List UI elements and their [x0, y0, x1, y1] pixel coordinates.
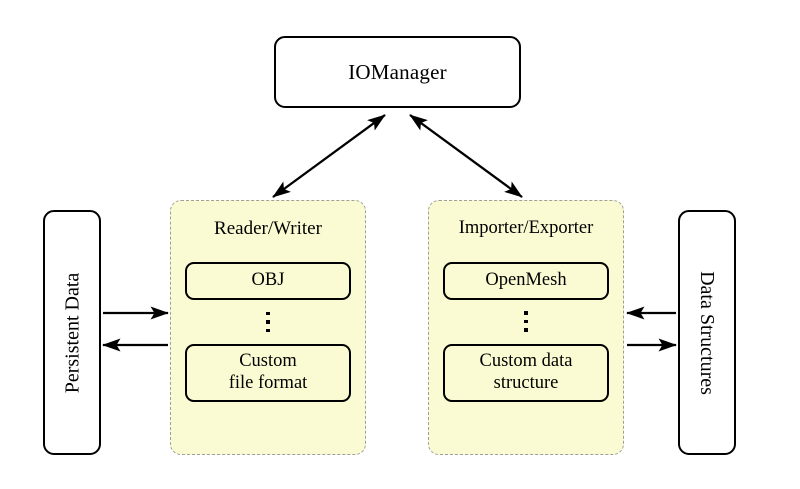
ellipsis-dot	[266, 320, 270, 324]
panel-reader-writer-items: OBJ Custom file format	[171, 262, 365, 402]
item-obj[interactable]: OBJ	[185, 262, 351, 300]
vertical-ellipsis-icon	[266, 300, 270, 344]
panel-reader-writer[interactable]: Reader/Writer OBJ Custom file format	[170, 200, 366, 455]
node-persistent-data[interactable]: Persistent Data	[43, 210, 101, 455]
item-obj-label: OBJ	[251, 270, 285, 291]
ellipsis-dot	[524, 311, 528, 315]
connector-manager-reader-writer	[272, 114, 386, 198]
panel-importer-exporter[interactable]: Importer/Exporter OpenMesh Custom data s…	[428, 200, 624, 455]
item-custom-data-structure-line1: Custom data	[479, 350, 573, 371]
node-persistent-data-label: Persistent Data	[61, 272, 83, 393]
vertical-ellipsis-icon	[524, 300, 528, 344]
panel-reader-writer-title: Reader/Writer	[214, 218, 322, 239]
panel-importer-exporter-title: Importer/Exporter	[458, 218, 594, 238]
connector-manager-importer-exporter	[409, 114, 523, 198]
ellipsis-dot	[266, 311, 270, 316]
item-custom-file-format[interactable]: Custom file format	[185, 344, 351, 402]
node-data-structures-label: Data Structures	[696, 270, 719, 395]
node-data-structures[interactable]: Data Structures	[678, 210, 736, 455]
panel-importer-exporter-items: OpenMesh Custom data structure	[429, 261, 623, 402]
ellipsis-dot	[266, 328, 270, 333]
item-custom-data-structure[interactable]: Custom data structure	[443, 343, 609, 402]
node-iomanager[interactable]: IOManager	[274, 36, 521, 108]
item-custom-data-structure-line2: structure	[493, 372, 559, 393]
item-openmesh-label: OpenMesh	[485, 269, 567, 290]
ellipsis-dot	[524, 328, 528, 332]
item-custom-file-format-line2: file format	[228, 373, 308, 393]
item-custom-file-format-line1: Custom	[239, 351, 297, 372]
ellipsis-dot	[524, 319, 528, 324]
node-iomanager-label: IOManager	[348, 59, 447, 84]
item-openmesh[interactable]: OpenMesh	[443, 261, 609, 300]
